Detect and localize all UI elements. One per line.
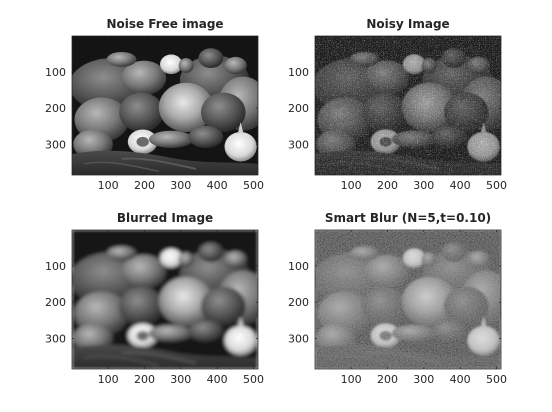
image-noise-free [72,36,258,175]
image-smart-blur [315,230,501,369]
y-tick-label: 300 [45,138,66,151]
y-tick-label: 300 [288,332,309,345]
x-tick-label: 400 [450,373,471,386]
y-tick-label: 100 [288,260,309,273]
y-tick-label: 200 [45,102,66,115]
panel-blurred: Blurred Image 100 200 300 400 500 100 200 300 [45,211,264,386]
y-tick-label: 300 [288,138,309,151]
x-tick-label: 100 [341,373,362,386]
x-tick-label: 100 [98,373,119,386]
x-tick-label: 400 [450,179,471,192]
axes-box-noisy [314,35,502,176]
x-tick-label: 300 [413,373,434,386]
axes-box-smart-blur [314,229,502,370]
y-tick-label: 300 [45,332,66,345]
x-tick-label: 500 [486,179,507,192]
x-tick-label: 500 [243,373,264,386]
x-tick-label: 500 [243,179,264,192]
x-tick-label: 400 [207,373,228,386]
x-tick-label: 300 [170,373,191,386]
panel-noise-free: Noise Free image 100 200 300 400 500 100 200 300 [45,17,264,192]
panel-noisy: Noisy Image 100 200 300 400 500 100 200 300 [288,17,507,192]
panel-title-noise-free: Noise Free image [106,17,223,31]
x-tick-label: 200 [134,179,155,192]
panel-title-blurred: Blurred Image [117,211,213,225]
x-tick-label: 200 [377,179,398,192]
x-tick-label: 200 [377,373,398,386]
panel-title-noisy: Noisy Image [366,17,449,31]
panel-title-smart-blur: Smart Blur (N=5,t=0.10) [325,211,491,225]
image-noisy [315,36,501,175]
y-tick-label: 200 [288,296,309,309]
axes-box-blurred [71,229,259,370]
panel-smart-blur: Smart Blur (N=5,t=0.10) 100 200 300 400 500 10… [288,211,507,386]
x-tick-label: 100 [98,179,119,192]
y-tick-label: 100 [45,66,66,79]
x-tick-label: 300 [170,179,191,192]
x-tick-label: 100 [341,179,362,192]
x-tick-label: 200 [134,373,155,386]
x-tick-label: 400 [207,179,228,192]
y-tick-label: 100 [288,66,309,79]
x-tick-label: 300 [413,179,434,192]
y-tick-label: 200 [288,102,309,115]
x-tick-label: 500 [486,373,507,386]
image-blurred [72,230,258,369]
y-tick-label: 200 [45,296,66,309]
y-tick-label: 100 [45,260,66,273]
axes-box-noise-free [71,35,259,176]
